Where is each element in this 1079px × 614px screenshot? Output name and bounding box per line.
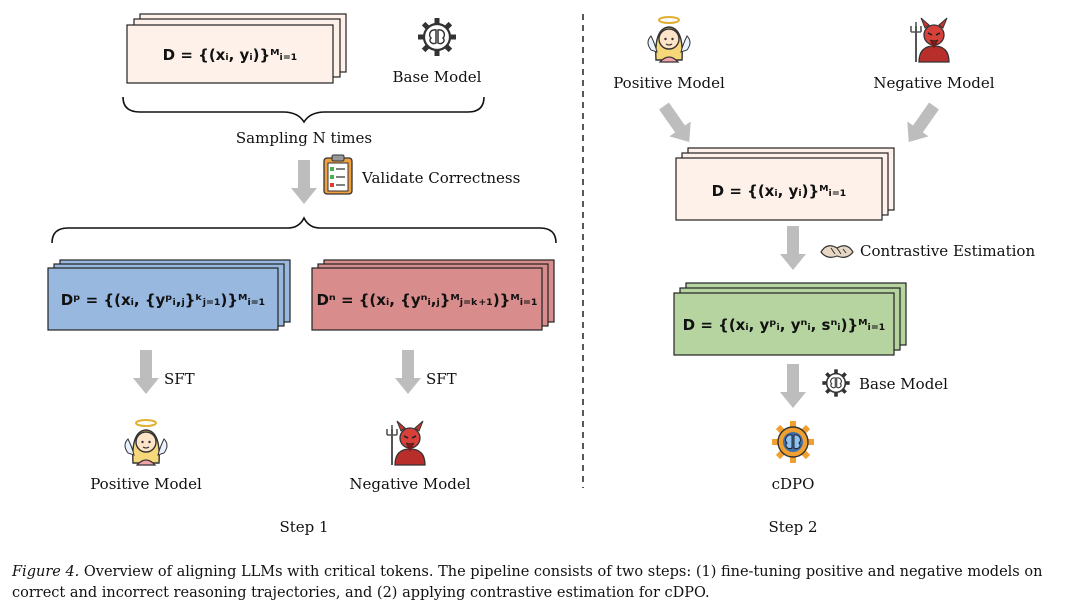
figure-caption: Figure 4. Overview of aligning LLMs with… (12, 562, 1072, 604)
gear-brain-icon (418, 18, 456, 56)
step2-left-diagonal-arrow (653, 98, 700, 150)
base-model-arrow (780, 364, 806, 408)
clipboard-checklist-icon (323, 154, 353, 195)
scored-dataset-formula: D = {(xᵢ, yᵖᵢ, yⁿᵢ, sⁿᵢ)}ᴹᵢ₌₁ (683, 316, 886, 334)
step2-label: Step 2 (768, 518, 817, 536)
caption-text: Overview of aligning LLMs with critical … (12, 564, 1043, 601)
step2-angel-icon (647, 16, 691, 63)
positive-dataset-stack (47, 259, 291, 331)
negative-dataset-formula: Dⁿ = {(xᵢ, {yⁿᵢ,ⱼ}ᴹⱼ₌ₖ₊₁)}ᴹᵢ₌₁ (316, 291, 537, 309)
step2-right-diagonal-arrow (898, 98, 945, 150)
negative-dataset-stack (311, 259, 555, 331)
step1-label: Step 1 (279, 518, 328, 536)
step1-positive-model-label: Positive Model (90, 475, 202, 493)
contrastive-label: Contrastive Estimation (860, 242, 1035, 260)
sft-left-arrow (133, 350, 159, 394)
step1-dataset-formula: D = {(xᵢ, yᵢ)}ᴹᵢ₌₁ (163, 46, 298, 64)
step1-top-brace (122, 96, 485, 124)
figure-number: Figure 4. (12, 564, 80, 580)
step1-down-arrow (291, 160, 317, 204)
step2-base-model-label: Base Model (859, 375, 948, 393)
step1-dataset-stack (126, 13, 347, 84)
contrastive-arrow (780, 226, 806, 270)
cdpo-label: cDPO (772, 475, 815, 493)
scored-dataset-stack (673, 282, 907, 356)
orange-gear-brain-icon (772, 421, 814, 463)
sft-right-arrow (395, 350, 421, 394)
angel-icon (124, 419, 168, 466)
devil-icon (386, 420, 426, 466)
sft-right-label: SFT (426, 370, 457, 388)
positive-dataset-formula: Dᵖ = {(xᵢ, {yᵖᵢ,ⱼ}ᵏⱼ₌₁)}ᴹᵢ₌₁ (61, 291, 265, 309)
step2-devil-icon (910, 17, 950, 63)
step2-positive-model-label: Positive Model (613, 74, 725, 92)
step2-gear-brain-icon (820, 367, 852, 399)
step2-dataset-stack (675, 147, 895, 221)
step1-negative-model-label: Negative Model (349, 475, 470, 493)
step2-dataset-formula: D = {(xᵢ, yᵢ)}ᴹᵢ₌₁ (712, 182, 847, 200)
validate-label: Validate Correctness (361, 169, 520, 187)
handshake-icon (820, 245, 854, 258)
sampling-label: Sampling N times (236, 129, 372, 147)
step2-negative-model-label: Negative Model (873, 74, 994, 92)
step1-split-brace (51, 216, 557, 244)
sft-left-label: SFT (164, 370, 195, 388)
step1-base-model-label: Base Model (393, 68, 482, 86)
